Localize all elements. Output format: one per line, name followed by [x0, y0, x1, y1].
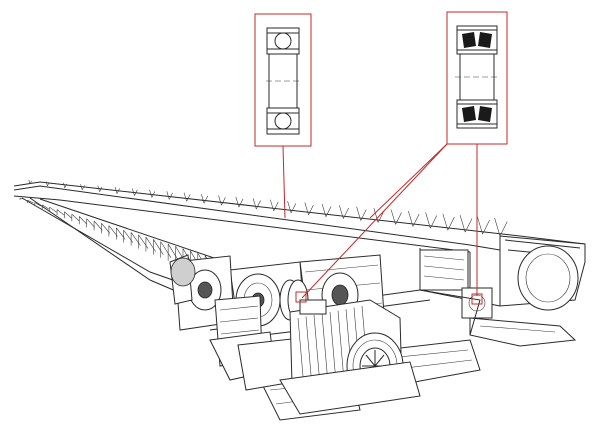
idler-stand	[114, 186, 120, 194]
idler-stand	[63, 182, 68, 188]
idler-stand	[287, 201, 297, 214]
idler-stand	[132, 188, 138, 196]
idler-stand	[425, 212, 438, 229]
truss-strut	[145, 236, 156, 252]
cylindrical-roller-bearing-detail	[254, 13, 312, 147]
truss-strut	[71, 213, 80, 222]
truss-strut	[64, 211, 72, 219]
idler-stand	[356, 206, 367, 221]
idler-stand	[304, 202, 314, 215]
cooling-fin	[329, 311, 337, 383]
idler-stand	[218, 195, 226, 206]
main-drive-motor	[279, 299, 421, 415]
idler-stand	[201, 193, 209, 204]
truss-strut	[78, 216, 88, 225]
idler-stand	[80, 184, 85, 190]
idler-stand	[235, 196, 244, 208]
cooling-fin	[313, 314, 321, 386]
truss-strut	[34, 202, 42, 207]
truss-strut	[41, 204, 50, 210]
cooling-fin	[305, 316, 313, 387]
cooling-fin	[337, 310, 345, 381]
spherical-bearing-section-icon	[455, 25, 499, 129]
idler-stand	[149, 189, 156, 198]
idler-stand	[321, 203, 332, 217]
idler-stand	[183, 192, 191, 202]
idler-stand	[339, 205, 349, 219]
idler-stand	[390, 209, 402, 225]
truss-strut	[167, 243, 179, 261]
truss-strut	[19, 197, 27, 201]
truss-strut	[153, 239, 164, 255]
idler-stand	[494, 217, 508, 237]
idler-stand	[459, 215, 473, 233]
cooling-fin	[321, 313, 329, 384]
truss-strut	[49, 206, 57, 213]
idler-stand	[166, 191, 173, 200]
idler-stand	[45, 181, 50, 187]
truss-strut	[160, 241, 172, 258]
conveyor-frame	[13, 179, 586, 311]
idler-stand	[408, 210, 420, 227]
spherical-roller-bearing-detail	[446, 11, 508, 145]
truss-strut	[101, 223, 111, 234]
idler-stands	[28, 179, 508, 237]
idler-stand	[97, 185, 103, 192]
idler-stand	[477, 216, 490, 235]
callout-leader-lines	[282, 143, 478, 299]
truss-strut	[27, 200, 34, 204]
truss-strut	[56, 209, 65, 216]
head-pulley-assembly	[419, 235, 586, 347]
auxiliary-motor	[209, 295, 306, 391]
truss-strut	[123, 229, 134, 243]
idler-stand	[442, 213, 455, 231]
idler-stand	[373, 208, 385, 223]
truss-strut	[138, 234, 149, 249]
bearing-location-markers	[295, 291, 483, 305]
truss-strut	[93, 220, 103, 231]
idler-stand	[28, 179, 32, 185]
idler-stand	[252, 198, 261, 210]
truss-strut	[86, 218, 95, 228]
roller-bearing-section-icon	[266, 27, 300, 135]
idler-stand	[270, 199, 279, 212]
truss-strut	[130, 232, 141, 246]
